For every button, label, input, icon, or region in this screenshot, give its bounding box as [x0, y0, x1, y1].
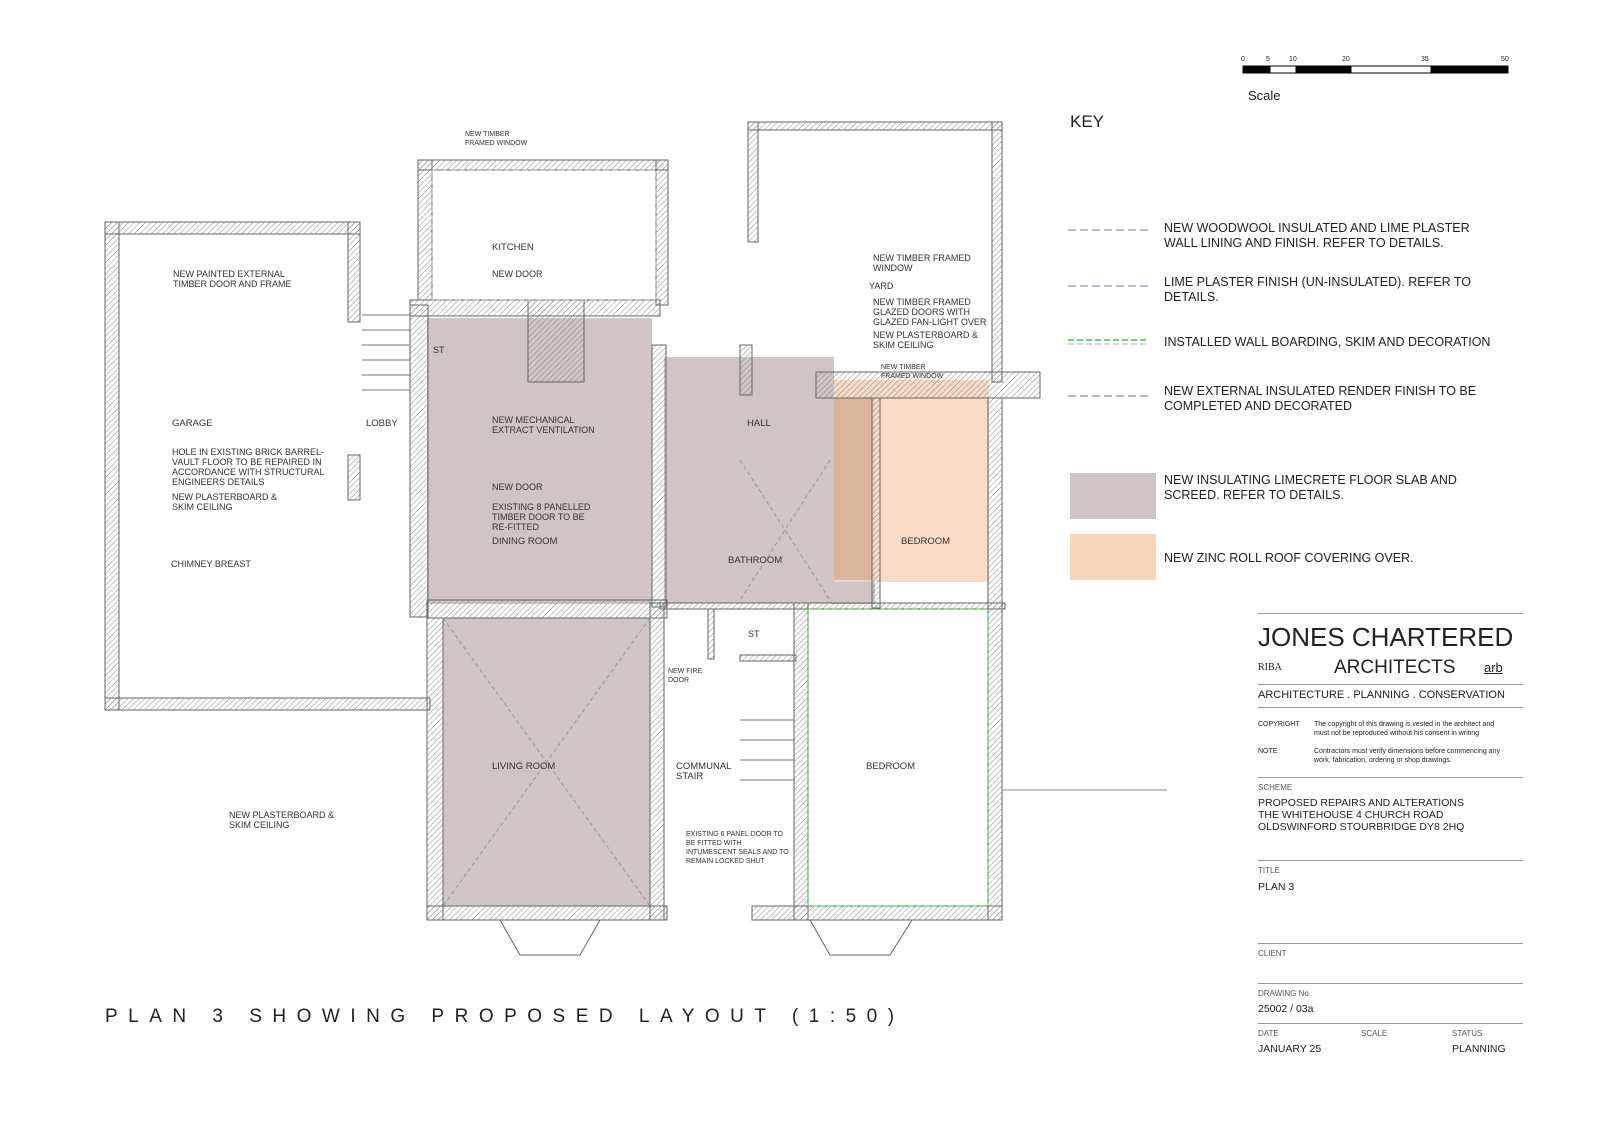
date: JANUARY 25 [1258, 1043, 1322, 1055]
plan-label: NEW MECHANICAL EXTRACT VENTILATION [492, 415, 595, 435]
scale-bar [1242, 65, 1509, 74]
scale-tick: 35 [1421, 56, 1429, 63]
plan-label: NEW PLASTERBOARD & SKIM CEILING [873, 330, 979, 350]
copyright-label: COPYRIGHT [1258, 721, 1300, 728]
room-label: GARAGE [172, 418, 213, 429]
plan-label: NEW TIMBER FRAMED WINDOW [465, 131, 528, 147]
plan-label: NEW DOOR [492, 482, 543, 492]
firm-name-2: ARCHITECTS [1334, 657, 1456, 678]
key-item: INSTALLED WALL BOARDING, SKIM AND DECORA… [1164, 335, 1491, 349]
key-item: NEW WOODWOOL INSULATED AND LIME PLASTER … [1164, 221, 1470, 250]
date-label: DATE [1258, 1029, 1279, 1038]
tagline: ARCHITECTURE . PLANNING . CONSERVATION [1258, 689, 1505, 701]
stairs [362, 314, 794, 781]
overlap-area [834, 398, 872, 580]
plan-label: NEW TIMBER FRAMED GLAZED DOORS WITH GLAZ… [873, 297, 987, 327]
room-label: LIVING ROOM [492, 761, 556, 772]
riba-logo: RIBA [1258, 662, 1282, 673]
key-item: NEW INSULATING LIMECRETE FLOOR SLAB AND … [1164, 473, 1457, 502]
room-label: YARD [869, 281, 894, 291]
scale-tick: 10 [1289, 56, 1297, 63]
note-label: NOTE [1258, 748, 1278, 755]
scheme: PROPOSED REPAIRS AND ALTERATIONS THE WHI… [1258, 797, 1465, 833]
plan-label: NEW PAINTED EXTERNAL TIMBER DOOR AND FRA… [173, 269, 292, 289]
bay-windows [499, 919, 913, 956]
kitchen-lining [431, 169, 657, 301]
key-item: NEW ZINC ROLL ROOF COVERING OVER. [1164, 551, 1414, 565]
room-label: DINING ROOM [492, 536, 558, 547]
room-label: BEDROOM [866, 761, 916, 772]
plan-label: EXISTING 8 PANELLED TIMBER DOOR TO BE RE… [492, 502, 591, 532]
room-label: COMMUNAL STAIR [676, 761, 732, 782]
room-label: ST [433, 345, 445, 355]
plan-label: NEW FIRE DOOR [668, 668, 703, 684]
room-label: BATHROOM [728, 555, 783, 566]
scale-tick: 0 [1241, 56, 1245, 63]
drawing-title: PLAN 3 [1258, 881, 1295, 893]
note-text: Contractors must verify dimensions befor… [1314, 748, 1500, 764]
plan-label: HOLE IN EXISTING BRICK BARREL- VAULT FLO… [172, 447, 325, 487]
drawing-no: 25002 / 03a [1258, 1003, 1314, 1015]
drawing-no-label: DRAWING No. [1258, 989, 1312, 998]
firm-name: JONES CHARTERED [1258, 622, 1514, 652]
scale-label: Scale [1248, 88, 1281, 103]
status-label: STATUS [1452, 1029, 1483, 1038]
walls [104, 121, 1041, 921]
scale-tick: 50 [1501, 56, 1509, 63]
key-item: LIME PLASTER FINISH (UN-INSULATED). REFE… [1164, 275, 1471, 304]
key-title: KEY [1070, 112, 1105, 131]
room-label: LOBBY [366, 418, 398, 429]
plan-label: NEW PLASTERBOARD & SKIM CEILING [229, 810, 335, 830]
status: PLANNING [1452, 1043, 1506, 1055]
room-label: BEDROOM [901, 536, 951, 547]
plan-label: NEW TIMBER FRAMED WINDOW [873, 253, 971, 273]
arb-logo: arb [1484, 660, 1503, 675]
room-label: HALL [747, 418, 771, 429]
room-diagonals [442, 459, 831, 907]
scale-tick: 5 [1266, 56, 1270, 63]
scheme-label: SCHEME [1258, 783, 1293, 792]
key-item: NEW EXTERNAL INSULATED RENDER FINISH TO … [1164, 384, 1477, 413]
plan-label: NEW PLASTERBOARD & SKIM CEILING [172, 492, 278, 512]
plan-label: NEW DOOR [492, 269, 543, 279]
scale-label-tb: SCALE [1361, 1029, 1388, 1038]
client-label: CLIENT [1258, 949, 1287, 958]
plan-title: PLAN 3 SHOWING PROPOSED LAYOUT (1:50) [105, 1006, 905, 1027]
key-swatches [1068, 229, 1156, 580]
plan-label: EXISTING 6 PANEL DOOR TO BE FITTED WITH … [686, 831, 789, 865]
copyright-text: The copyright of this drawing is vested … [1314, 721, 1495, 737]
room-label: KITCHEN [492, 242, 534, 253]
title-label: TITLE [1258, 866, 1280, 875]
plan-label: CHIMNEY BREAST [171, 559, 251, 569]
scale-tick: 20 [1342, 56, 1350, 63]
plan-label: NEW TIMBER FRAMED WINDOW [881, 364, 944, 380]
room-label: ST [748, 629, 760, 639]
wall-boarding-line [807, 608, 989, 907]
